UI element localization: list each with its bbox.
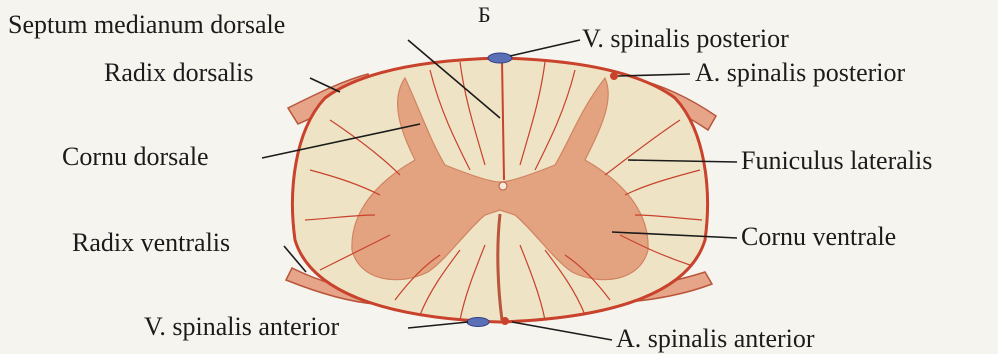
label-a-spinalis-posterior: A. spinalis posterior — [695, 58, 905, 88]
leader-a-spinalis-anterior — [512, 322, 612, 340]
central-canal — [499, 182, 507, 190]
label-cornu-dorsale: Cornu dorsale — [62, 142, 209, 172]
label-v-spinalis-anterior: V. spinalis anterior — [144, 312, 339, 342]
v-spinalis-anterior-vessel — [467, 318, 489, 327]
a-spinalis-anterior-vessel — [501, 317, 509, 325]
label-radix-ventralis: Radix ventralis — [72, 228, 230, 258]
label-septum-medianum-dorsale: Septum medianum dorsale — [8, 10, 285, 40]
label-a-spinalis-anterior: A. spinalis anterior — [616, 324, 815, 354]
leader-v-spinalis-posterior — [510, 40, 580, 56]
a-spinalis-posterior-vessel — [610, 72, 618, 80]
label-v-spinalis-posterior: V. spinalis posterior — [582, 24, 789, 54]
label-funiculus-lateralis: Funiculus lateralis — [741, 146, 932, 176]
label-radix-dorsalis: Radix dorsalis — [104, 58, 254, 88]
v-spinalis-posterior-vessel — [488, 53, 512, 63]
label-cornu-ventrale: Cornu ventrale — [741, 222, 896, 252]
leader-v-spinalis-anterior — [408, 322, 468, 328]
panel-letter: Б — [478, 0, 491, 30]
